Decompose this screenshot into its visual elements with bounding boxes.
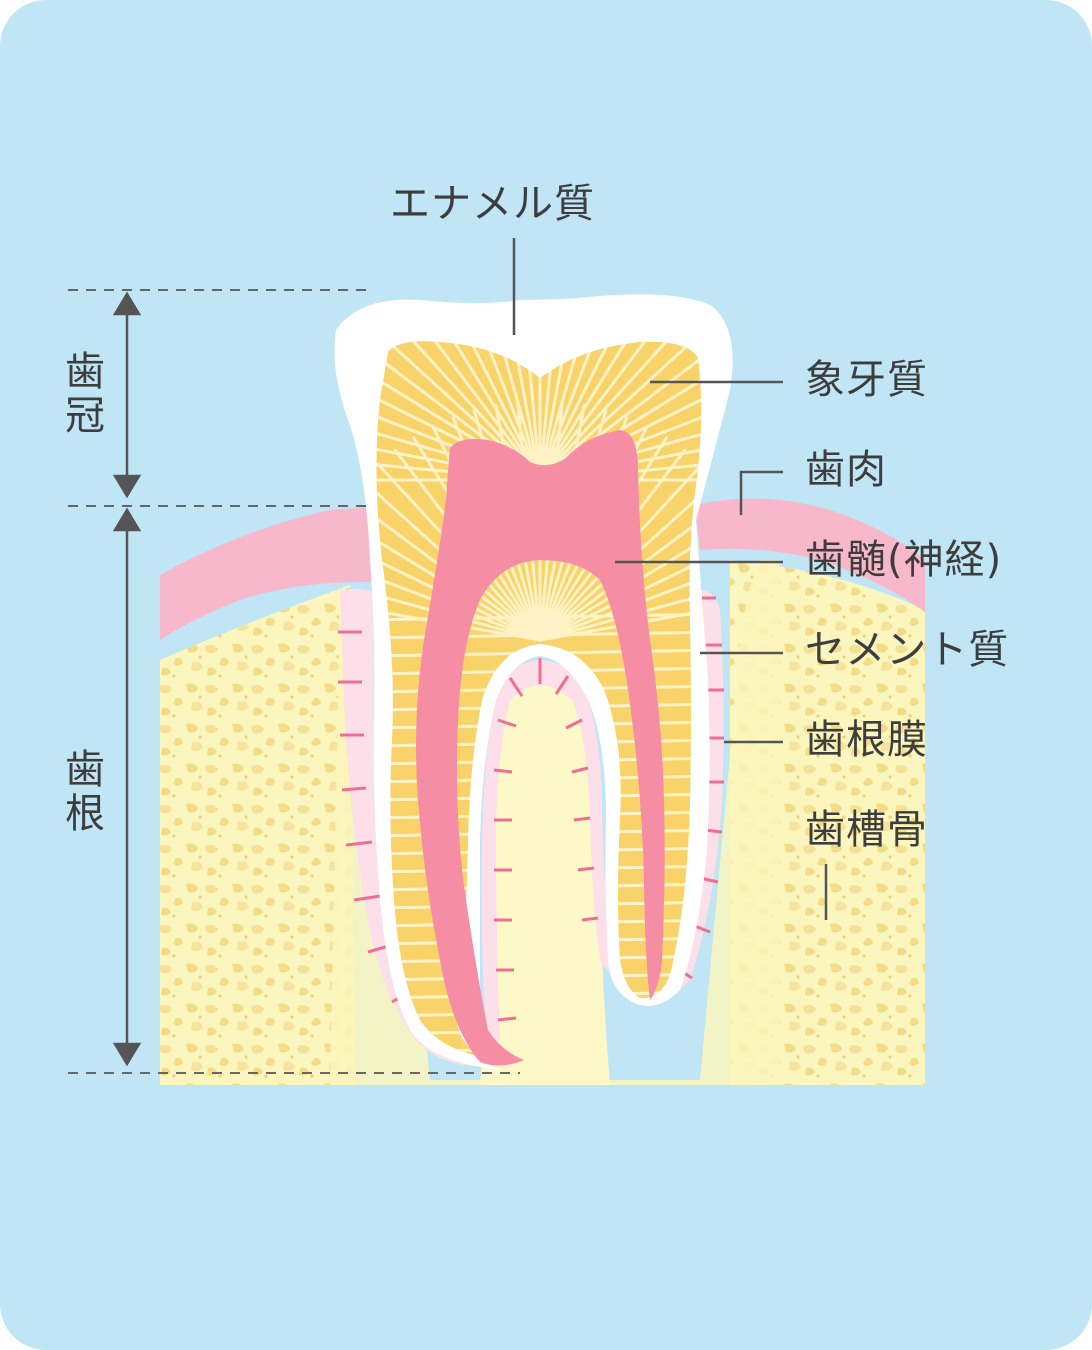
cementum-label: セメント質 bbox=[805, 627, 1010, 673]
dentin-stripe bbox=[376, 341, 542, 481]
enamel-label: エナメル質 bbox=[390, 181, 595, 227]
dentin-stripe bbox=[508, 341, 542, 481]
gum-leader bbox=[739, 470, 783, 515]
root-arrow bbox=[112, 507, 142, 1067]
root-label: 歯根 bbox=[65, 747, 105, 837]
dentin-stripe bbox=[539, 553, 702, 642]
dentin-stripe bbox=[396, 341, 542, 481]
dentin-stripe bbox=[539, 533, 702, 642]
dentin-stripe bbox=[538, 341, 702, 482]
dentin-stripe bbox=[539, 575, 702, 642]
gum-shape bbox=[160, 498, 925, 640]
alveolar-bone-shape bbox=[160, 560, 925, 1085]
periodontal-ligament-label: 歯根膜 bbox=[805, 717, 928, 763]
dentin-stripe bbox=[376, 341, 542, 481]
gum-label: 歯肉 bbox=[805, 447, 887, 493]
pulp-label: 歯髄(神経) bbox=[805, 537, 1003, 583]
dentin-stripe bbox=[538, 341, 702, 482]
crown-root-guides bbox=[68, 289, 520, 1074]
dentin-label: 象牙質 bbox=[805, 357, 928, 403]
dentin-stripe bbox=[376, 575, 541, 642]
dentin-stripe bbox=[538, 341, 572, 481]
dentin-stripe bbox=[538, 341, 601, 481]
dentin-stripe bbox=[479, 341, 542, 481]
dentin-stripe bbox=[538, 341, 630, 481]
dentin-stripe bbox=[538, 341, 684, 481]
crown-arrow bbox=[112, 291, 142, 499]
alveolar-bone-label: 歯槽骨 bbox=[805, 807, 928, 853]
pulp-shape bbox=[416, 430, 665, 1066]
dentin-stripe bbox=[538, 341, 702, 481]
crown-label: 歯冠 bbox=[65, 349, 105, 439]
dentin-stripe bbox=[376, 553, 541, 642]
dentin-stripe bbox=[376, 533, 541, 642]
dentin-stripe bbox=[450, 341, 542, 481]
dentin-stripe bbox=[376, 341, 542, 482]
